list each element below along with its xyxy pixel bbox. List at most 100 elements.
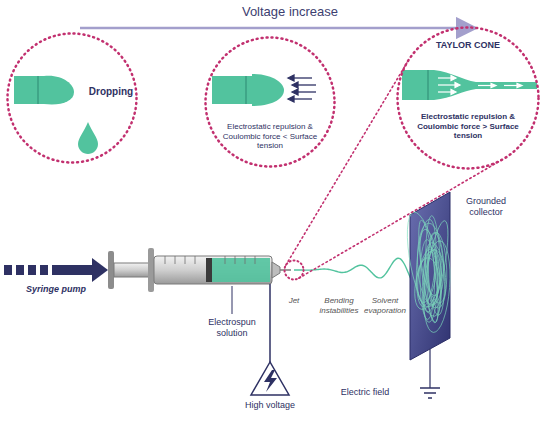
field-label: Electric field bbox=[322, 387, 408, 398]
fiber-mat bbox=[416, 228, 443, 297]
syringe bbox=[108, 248, 291, 292]
circle-outline bbox=[8, 34, 137, 163]
meniscus-illustration bbox=[288, 96, 294, 102]
syringe bbox=[165, 256, 166, 264]
syringe bbox=[154, 256, 272, 284]
high-voltage-source bbox=[251, 284, 289, 395]
voltage-arrow bbox=[80, 27, 476, 30]
part-label: High voltage bbox=[238, 400, 302, 411]
taylor-cone-illustration bbox=[402, 70, 537, 100]
dropping-illustration bbox=[14, 76, 44, 104]
fiber-mat bbox=[410, 247, 448, 312]
syringe bbox=[185, 256, 186, 264]
syringe bbox=[175, 256, 176, 264]
taylor-cone-illustration bbox=[451, 90, 456, 95]
meniscus-illustration bbox=[252, 74, 284, 106]
stage-label: Bending instabilities bbox=[314, 296, 364, 315]
syringe bbox=[272, 262, 280, 278]
grounded-collector bbox=[401, 192, 453, 398]
syringe bbox=[235, 256, 236, 264]
leader-line bbox=[232, 286, 233, 314]
taylor-cone-illustration bbox=[455, 83, 460, 88]
pump-arrow bbox=[16, 265, 24, 275]
dropping-illustration bbox=[44, 76, 74, 105]
meniscus-illustration bbox=[296, 84, 316, 85]
taylor-cone-illustration bbox=[451, 76, 456, 81]
dropping-illustration bbox=[14, 76, 98, 154]
part-label: Grounded collector bbox=[454, 196, 518, 218]
circle-outline bbox=[206, 38, 335, 167]
taylor-cone-illustration bbox=[491, 84, 496, 88]
syringe bbox=[148, 248, 154, 292]
fiber-mat bbox=[419, 219, 452, 313]
meniscus-illustration bbox=[292, 98, 312, 99]
taylor-cone-illustration bbox=[438, 76, 522, 95]
circle-outline bbox=[283, 259, 305, 281]
meniscus-illustration bbox=[245, 76, 247, 104]
process-circle: TAYLOR CONE Electrostatic repulsion & Cou… bbox=[396, 26, 540, 170]
grounded-collector bbox=[410, 192, 450, 360]
state-label: Dropping bbox=[86, 86, 136, 98]
syringe bbox=[212, 258, 270, 282]
syringe bbox=[245, 256, 246, 264]
syringe bbox=[225, 256, 226, 264]
taylor-cone-illustration bbox=[517, 84, 522, 88]
voltage-arrow bbox=[80, 28, 476, 29]
circle-outline bbox=[6, 32, 138, 164]
pump-arrow bbox=[40, 265, 48, 275]
device-label: Syringe pump bbox=[8, 284, 104, 295]
taylor-cone-illustration bbox=[438, 84, 456, 85]
pump-arrow bbox=[52, 265, 92, 275]
taylor-cone-illustration bbox=[402, 70, 434, 100]
process-circle: Electrostatic repulsion & Coulombic forc… bbox=[204, 36, 336, 168]
process-circle: Jet bbox=[283, 259, 305, 281]
grounded-collector bbox=[401, 210, 453, 334]
meniscus-illustration bbox=[288, 75, 316, 102]
part-label: Electrospun solution bbox=[192, 317, 272, 339]
circle-outline bbox=[398, 28, 539, 169]
cone-title: TAYLOR CONE bbox=[418, 40, 518, 51]
high-voltage-source bbox=[264, 370, 277, 392]
pump-arrow bbox=[92, 258, 108, 282]
taylor-cone-illustration bbox=[478, 85, 492, 86]
meniscus-illustration bbox=[292, 82, 298, 88]
high-voltage-source bbox=[251, 362, 289, 395]
taylor-cone-illustration bbox=[438, 77, 452, 78]
pump-arrow bbox=[4, 265, 12, 275]
grounded-collector bbox=[420, 387, 440, 389]
pump-arrow bbox=[4, 258, 108, 282]
dropping-illustration bbox=[37, 76, 39, 104]
taylor-cone-illustration bbox=[427, 70, 429, 100]
meniscus-illustration bbox=[292, 89, 298, 95]
high-voltage-source bbox=[269, 284, 271, 362]
grounded-collector bbox=[428, 397, 432, 399]
jet-label: Jet bbox=[272, 296, 316, 306]
syringe bbox=[206, 258, 212, 282]
fiber-mat bbox=[414, 219, 439, 308]
connector-line bbox=[286, 62, 504, 278]
syringe bbox=[195, 256, 196, 264]
syringe bbox=[108, 251, 114, 289]
meniscus-illustration bbox=[212, 76, 252, 104]
fiber-mat bbox=[421, 240, 453, 333]
syringe bbox=[165, 256, 255, 264]
meniscus-illustration bbox=[296, 91, 316, 92]
taylor-cone-illustration bbox=[434, 70, 537, 100]
grounded-collector bbox=[424, 392, 436, 394]
dropping-illustration bbox=[78, 122, 98, 154]
process-circle: Dropping bbox=[6, 32, 138, 164]
pump-arrow bbox=[28, 265, 36, 275]
meniscus-illustration bbox=[212, 74, 316, 106]
meniscus-illustration bbox=[288, 75, 294, 81]
axis-title: Voltage increase bbox=[190, 4, 390, 20]
syringe bbox=[255, 256, 256, 264]
taylor-cone-illustration bbox=[504, 85, 518, 86]
force-description: Electrostatic repulsion & Coulombic forc… bbox=[410, 112, 526, 141]
stage-label: Solvent evaporation bbox=[364, 296, 406, 315]
force-description: Electrostatic repulsion & Coulombic forc… bbox=[218, 122, 322, 151]
circle-outline bbox=[285, 261, 304, 280]
grounded-collector bbox=[429, 349, 430, 388]
meniscus-illustration bbox=[292, 77, 312, 78]
taylor-cone-illustration bbox=[438, 91, 452, 92]
